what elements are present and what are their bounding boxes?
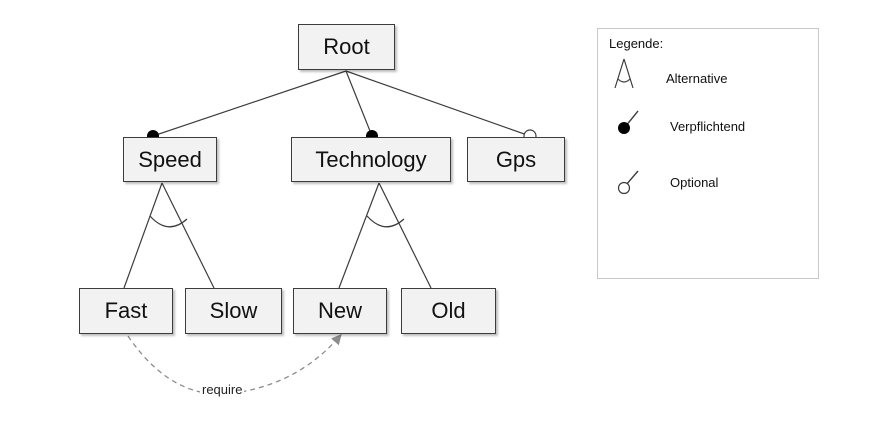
node-fast: Fast: [79, 288, 173, 334]
node-old: Old: [401, 288, 496, 334]
alternative-arc-speed: [149, 215, 188, 228]
node-slow: Slow: [185, 288, 282, 334]
edge-technology-old: [378, 182, 432, 289]
edge-speed-slow: [161, 182, 215, 289]
legend-label-alternative: Alternative: [666, 71, 728, 86]
legend-box: Legende: Alternative Verpflichtend Optio…: [597, 28, 819, 279]
edge-technology-new: [338, 182, 380, 289]
mandatory-icon: [618, 110, 639, 134]
edge-speed-fast: [123, 182, 163, 289]
edge-root-speed: [152, 70, 347, 137]
alternative-arc-technology: [366, 215, 405, 228]
legend-title: Legende:: [609, 36, 664, 51]
alternative-icon: [614, 58, 634, 89]
edge-root-gps: [345, 70, 531, 137]
node-root: Root: [298, 24, 395, 70]
require-label: require: [200, 382, 245, 397]
node-technology: Technology: [291, 137, 451, 182]
node-gps: Gps: [467, 137, 565, 182]
legend-label-optional: Optional: [670, 175, 719, 190]
legend-label-mandatory: Verpflichtend: [670, 119, 746, 134]
node-speed: Speed: [123, 137, 217, 182]
edge-root-technology: [345, 70, 373, 137]
node-new: New: [293, 288, 387, 334]
optional-icon: [617, 170, 639, 195]
